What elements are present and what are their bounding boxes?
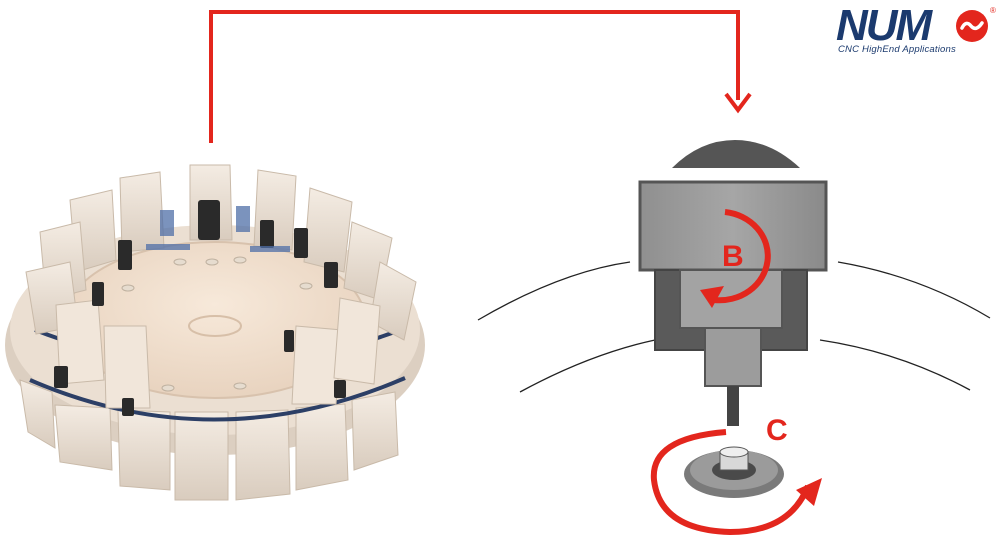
logo-badge <box>956 10 988 42</box>
fixtures <box>121 256 313 392</box>
logo-word: NUM <box>836 1 932 50</box>
logo-tagline: CNC HighEnd Applications <box>838 44 956 55</box>
axis-b-label: B <box>722 240 744 273</box>
orbit-arcs <box>477 261 991 393</box>
front-stations <box>55 297 381 409</box>
axis-c-label: C <box>766 414 788 447</box>
rotation-arrow-icon <box>650 429 822 536</box>
connector-arrow <box>209 10 752 143</box>
spindle-units <box>54 200 346 416</box>
machining-head <box>638 140 828 426</box>
num-logo-icon: NUM ® CNC HighEnd Applications <box>836 4 998 56</box>
workpiece <box>684 446 784 498</box>
logo-registered: ® <box>990 6 996 15</box>
blue-panels <box>146 206 290 252</box>
rotary-table-machine <box>5 164 425 501</box>
rotation-arrow-icon <box>700 209 771 308</box>
lower-station-blocks <box>19 379 399 501</box>
